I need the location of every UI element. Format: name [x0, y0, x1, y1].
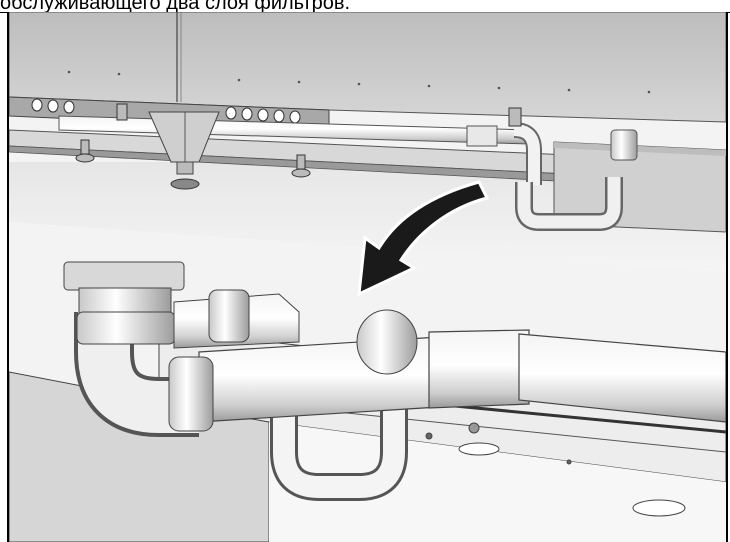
- curved-arrow-icon: [357, 180, 490, 297]
- caption-text: обслуживающего два слоя фильтров.: [0, 0, 351, 14]
- illustration-svg: [9, 12, 726, 542]
- drain-pipe-illustration: [7, 12, 728, 542]
